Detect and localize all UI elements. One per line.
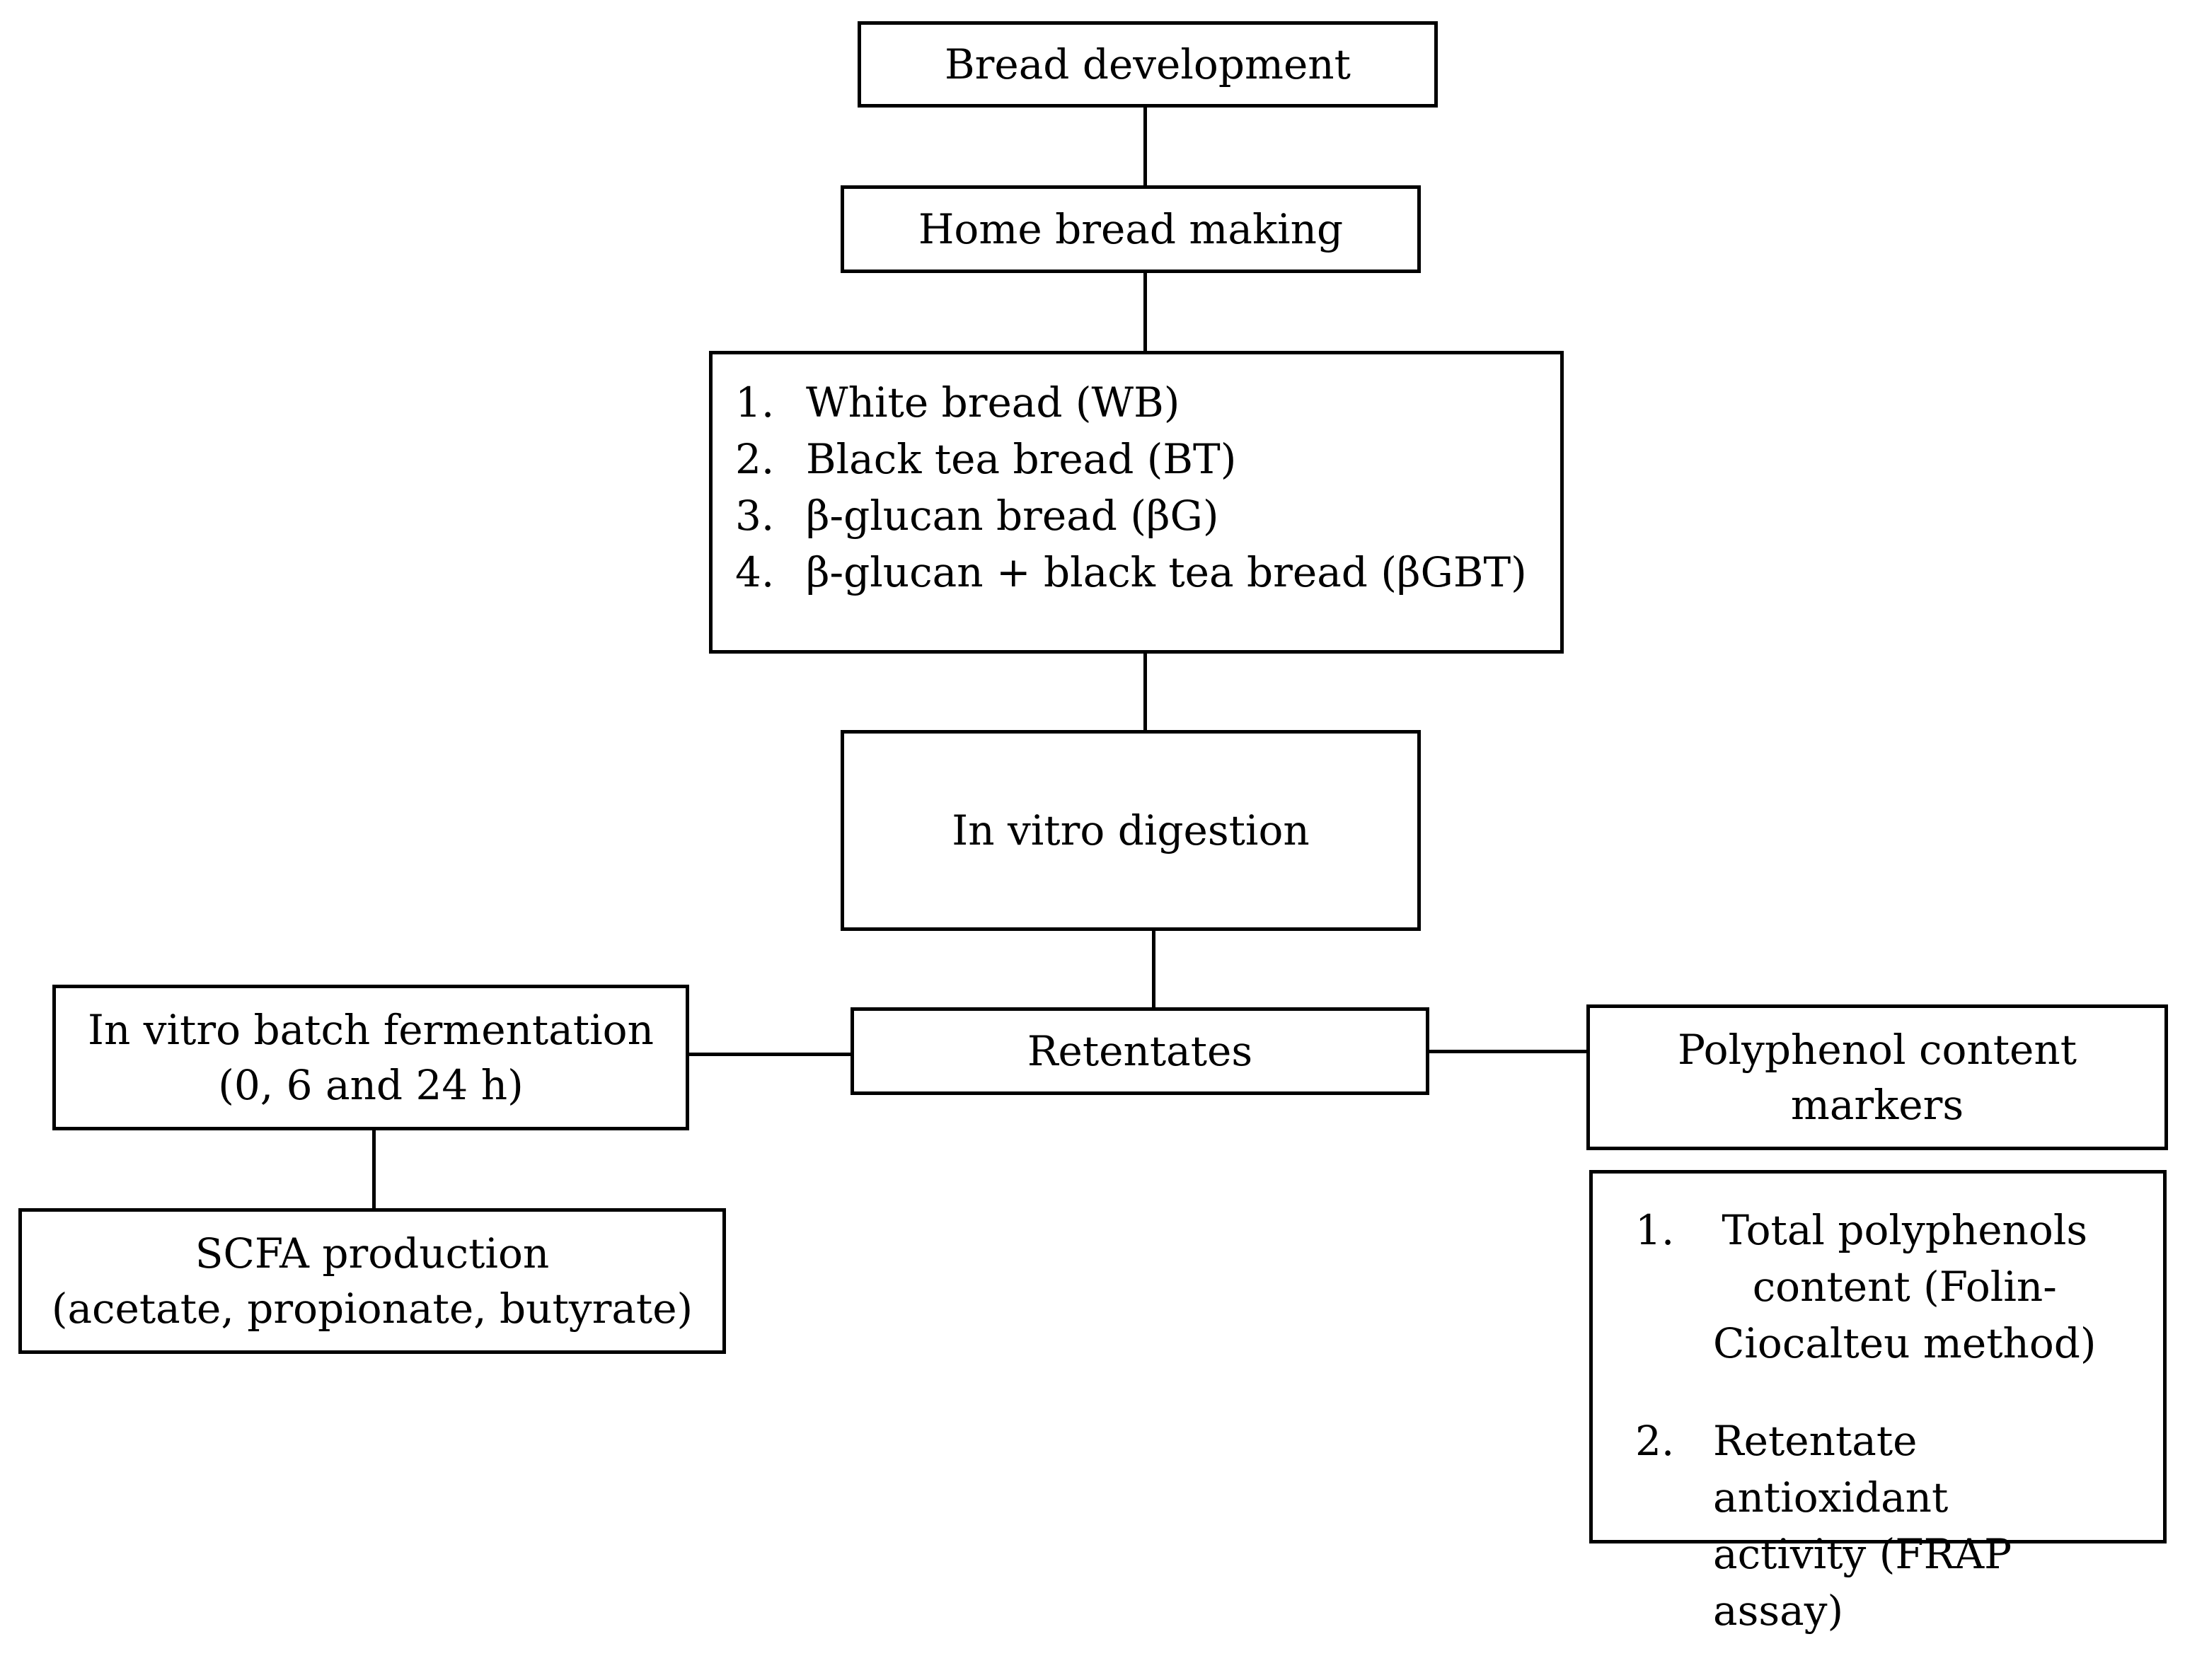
polyphenol-markers-box: Polyphenol content markers (1586, 1004, 2168, 1150)
list-item-label: β-glucan bread (βG) (806, 492, 1219, 540)
polyphenol-title: Polyphenol content (1677, 1026, 2077, 1074)
home-bread-making-label: Home bread making (918, 205, 1344, 253)
connector-retentates-polyphenol (1429, 1050, 1586, 1053)
list-item-line: Ciocalteu method) (1713, 1319, 2097, 1367)
list-item: 1. Total polyphenols content (Folin- Cio… (1635, 1202, 2149, 1372)
list-item: 2. Retentate antioxidant activity (FRAP … (1635, 1413, 2149, 1639)
scfa-title: SCFA production (195, 1229, 550, 1278)
bread-types-box: 1. White bread (WB) 2. Black tea bread (… (709, 351, 1564, 654)
list-item: 2. Black tea bread (BT) (735, 431, 1527, 487)
polyphenol-subtitle: markers (1790, 1081, 1964, 1129)
list-item-number: 4. (735, 548, 775, 596)
retentates-label: Retentates (1027, 1027, 1253, 1075)
connector-list-digestion (1143, 654, 1147, 730)
list-item-line: activity (FRAP assay) (1713, 1530, 2012, 1635)
scfa-details: (acetate, propionate, butyrate) (51, 1285, 693, 1333)
list-item-line: Total polyphenols (1722, 1206, 2088, 1254)
in-vitro-digestion-box: In vitro digestion (841, 730, 1421, 931)
connector-dev-home (1143, 108, 1147, 185)
list-item-number: 2. (735, 435, 775, 483)
connector-home-list (1143, 273, 1147, 351)
list-item: 4. β-glucan + black tea bread (βGBT) (735, 544, 1527, 601)
bread-development-label: Bread development (945, 40, 1351, 88)
connector-fermentation-retentates (689, 1053, 851, 1056)
marker-methods-box: 1. Total polyphenols content (Folin- Cio… (1589, 1170, 2167, 1635)
retentates-box: Retentates (851, 1007, 1429, 1095)
connector-fermentation-scfa (372, 1130, 376, 1208)
home-bread-making-box: Home bread making (841, 185, 1421, 273)
connector-digestion-retentates (1152, 931, 1155, 1007)
in-vitro-digestion-label: In vitro digestion (952, 806, 1310, 855)
list-item-number: 2. (1635, 1417, 1675, 1465)
list-item-number: 3. (735, 492, 775, 540)
bread-types-list: 1. White bread (WB) 2. Black tea bread (… (713, 354, 1527, 601)
list-item: 3. β-glucan bread (βG) (735, 487, 1527, 544)
bread-development-box: Bread development (858, 21, 1438, 108)
fermentation-title: In vitro batch fermentation (88, 1006, 654, 1054)
fermentation-box: In vitro batch fermentation (0, 6 and 24… (52, 985, 689, 1130)
list-item-line: content (Folin- (1752, 1263, 2057, 1311)
list-item-line: Retentate antioxidant (1713, 1417, 1949, 1522)
fermentation-times: (0, 6 and 24 h) (218, 1061, 524, 1109)
scfa-production-box: SCFA production (acetate, propionate, bu… (18, 1208, 726, 1354)
marker-methods-list: 1. Total polyphenols content (Folin- Cio… (1593, 1174, 2163, 1680)
list-item: 1. White bread (WB) (735, 374, 1527, 431)
list-item-label: White bread (WB) (806, 378, 1180, 427)
list-item-label: β-glucan + black tea bread (βGBT) (806, 548, 1527, 596)
list-item-label: Black tea bread (BT) (806, 435, 1237, 483)
list-item-number: 1. (735, 378, 775, 427)
list-item-number: 1. (1635, 1206, 1675, 1254)
flowchart: Bread development Home bread making 1. W… (18, 21, 2168, 1635)
